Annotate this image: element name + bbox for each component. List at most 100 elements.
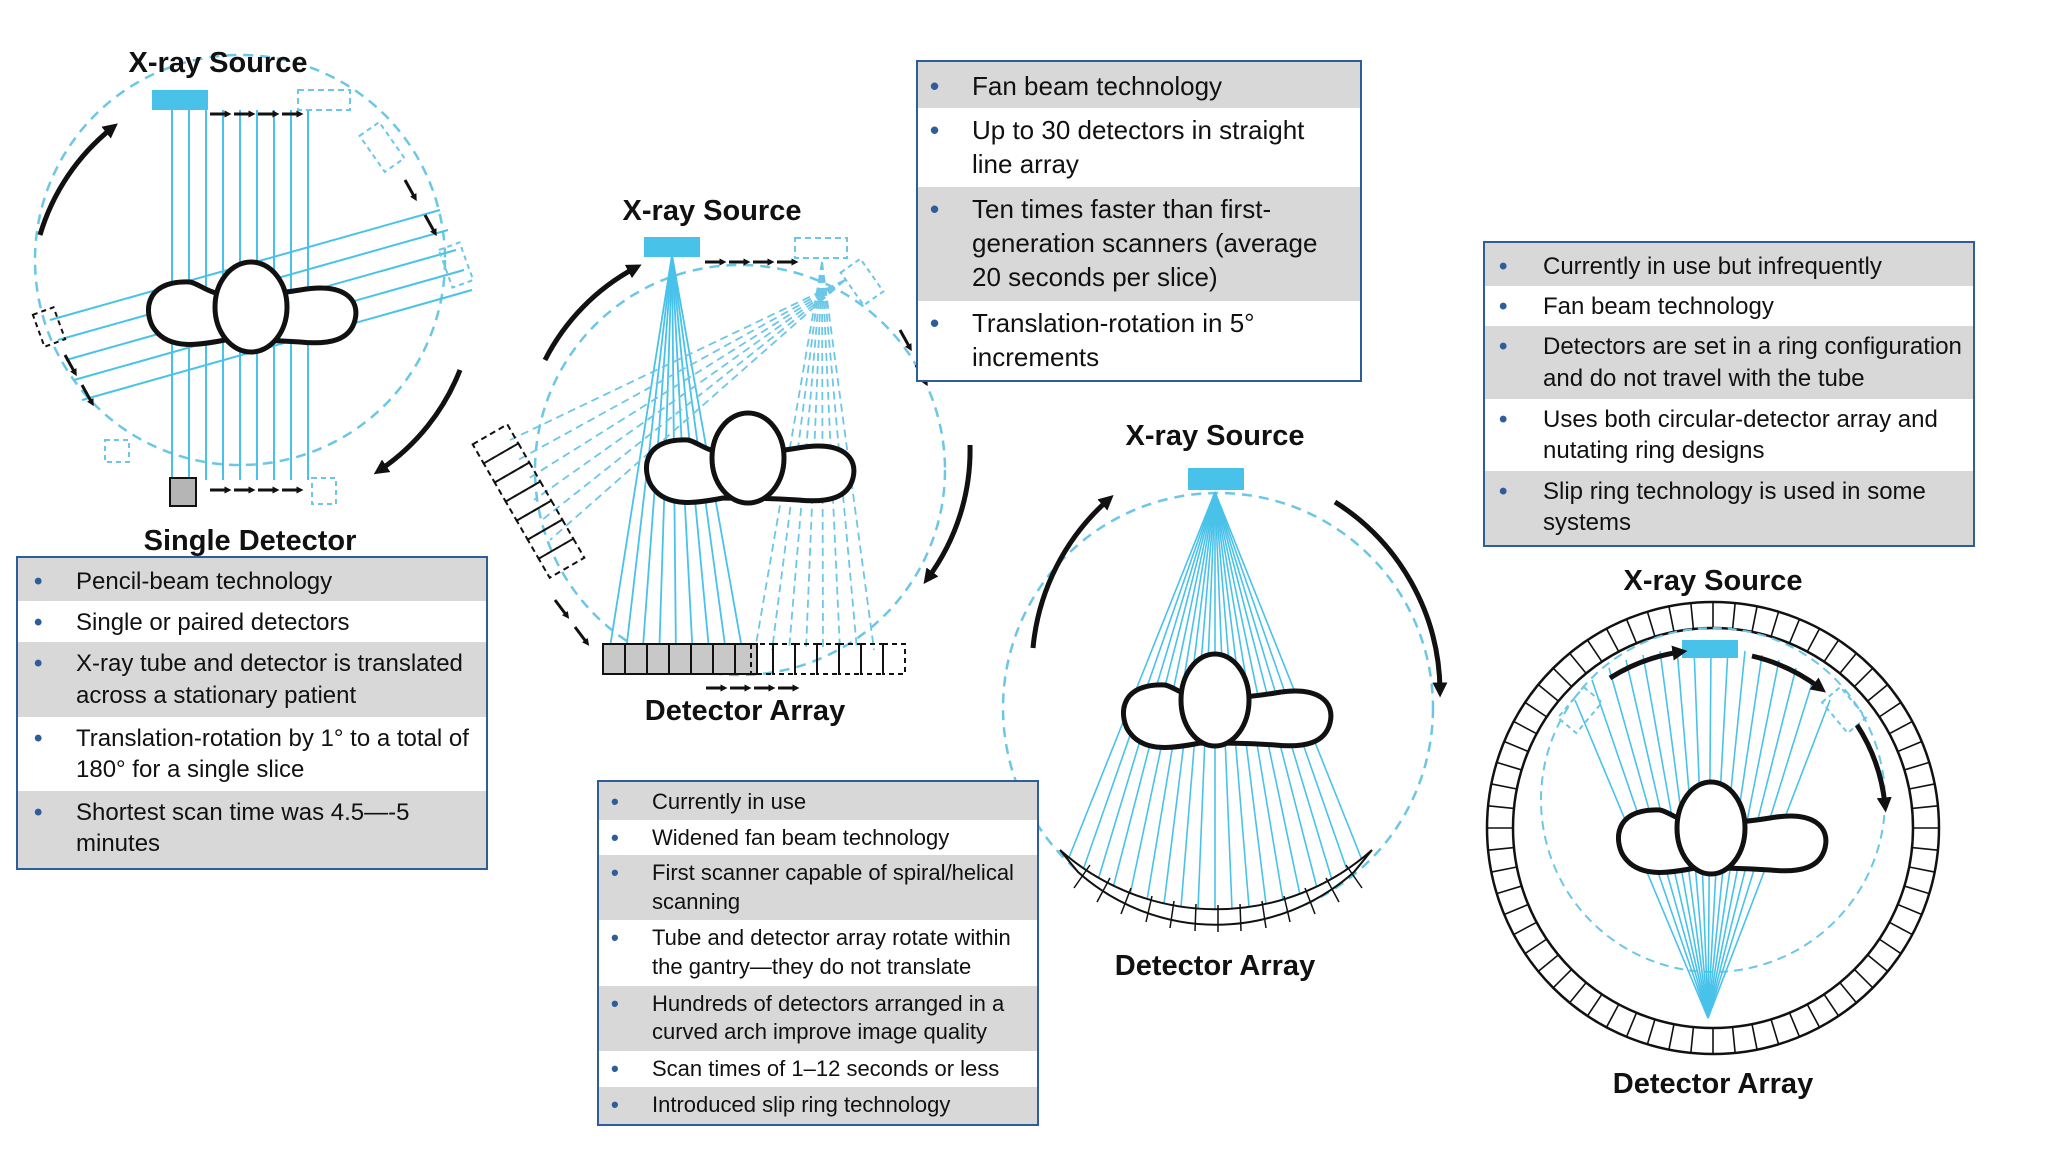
detector-segment [1889,720,1913,735]
list-item: •Pencil-beam technology [18,558,486,602]
detector-segment [1586,639,1603,663]
detector-segment [1867,954,1889,972]
list-item: •Translation-rotation by 1° to a total o… [18,716,486,792]
detector-segment [1646,611,1656,637]
gen4-source-label: X-ray Source [1624,565,1803,597]
gen4-info-box: •Currently in use but infrequently •Fan … [1483,241,1975,547]
detector-segment [1839,652,1857,674]
gen2-source-tube [644,237,700,257]
gen2-detector-array [602,643,758,675]
list-item: •Hundreds of detectors arranged in a cur… [599,985,1037,1051]
list-item: •Fan beam technology [1485,286,1973,327]
detector-segment [1625,1012,1638,1038]
detector-segment [1668,1024,1675,1050]
detector-segment [1605,1004,1620,1028]
detector-segment [1878,701,1902,718]
gen3-detector-label: Detector Array [1115,950,1315,982]
list-item: •Currently in use [599,782,1037,820]
detector-segment [1537,954,1559,972]
detector-segment [1646,1019,1656,1045]
gen3-detector-array [1059,849,1373,926]
detector-segment [1731,1026,1736,1053]
gen1-source-tube [152,90,208,110]
detector-segment [1897,740,1923,753]
detector-segment [1586,993,1603,1017]
detector-segment [1552,667,1573,688]
detector-segment [1488,846,1515,851]
list-item: •Uses both circular-detector array and n… [1485,398,1973,472]
detector-segment [1496,885,1522,895]
gen1-detector-label: Single Detector [144,525,357,557]
gen4-detector-ring [1487,602,1939,1054]
detector-segment [1524,938,1548,955]
detector-segment [1823,639,1840,663]
list-item: •Up to 30 detectors in straight line arr… [918,107,1360,188]
detector-segment [1605,628,1620,652]
detector-segment [1909,783,1935,790]
detector-segment [1496,761,1522,771]
detector-segment [1897,903,1923,916]
detector-segment [1911,805,1938,810]
detector-segment [1751,1024,1758,1050]
detector-segment [1904,885,1930,895]
list-item: •Scan times of 1–12 seconds or less [599,1050,1037,1088]
gen3-scanner: X-ray Source Detector Array [1001,420,1448,982]
detector-segment [1491,783,1517,790]
list-item: •Fan beam technology [918,62,1360,108]
gen2-source-label: X-ray Source [623,195,802,227]
gen3-source-label: X-ray Source [1126,420,1305,452]
detector-segment [1770,611,1780,637]
gen1-scanner: X-ray Source Single Detector [31,47,475,557]
detector-segment [1488,805,1515,810]
list-item: •Introduced slip ring technology [599,1087,1037,1124]
detector-segment [1524,701,1548,718]
detector-segment [1513,720,1537,735]
detector-segment [1839,982,1857,1004]
detector-segment [1806,628,1821,652]
gen3-source-tube [1188,468,1244,490]
detector-segment [1690,603,1695,630]
list-item: •Detectors are set in a ring configurati… [1485,326,1973,399]
gen2-scanner: X-ray Source Detector Array [471,195,973,727]
detector-segment [1806,1004,1821,1028]
gen4-detector-label: Detector Array [1613,1068,1813,1100]
detector-segment [1569,652,1587,674]
list-item: •Shortest scan time was 4.5—-5 minutes [18,791,486,868]
list-item: •Widened fan beam technology [599,819,1037,856]
detector-segment [1904,761,1930,771]
detector-segment [1788,1012,1801,1038]
detector-segment [1853,667,1874,688]
list-item: •X-ray tube and detector is translated a… [18,642,486,717]
detector-segment [1878,938,1902,955]
list-item: •Tube and detector array rotate within t… [599,920,1037,986]
gen4-scanner: X-ray Source Detector Array [1485,565,1941,1100]
detector-segment [1513,921,1537,936]
detector-segment [1491,866,1517,873]
list-item: •First scanner capable of spiral/helical… [599,855,1037,921]
detector-segment [1751,606,1758,632]
gen1-source-label: X-ray Source [129,47,308,79]
detector-segment [1867,684,1889,702]
list-item: •Translation-rotation in 5° increments [918,300,1360,381]
detector-segment [1909,866,1935,873]
detector-segment [1690,1026,1695,1053]
detector-segment [1788,618,1801,644]
detector-segment [1889,921,1913,936]
detector-segment [1770,1019,1780,1045]
detector-segment [1731,603,1736,630]
detector-segment [1569,982,1587,1004]
detector-segment [1911,846,1938,851]
gen3-info-box: •Currently in use •Widened fan beam tech… [597,780,1039,1126]
gen2-info-box: •Fan beam technology •Up to 30 detectors… [916,60,1362,383]
detector-segment [1668,606,1675,632]
detector-segment [1503,740,1529,753]
detector-segment [1552,968,1573,989]
list-item: •Ten times faster than first-generation … [918,187,1360,301]
detector-segment [1503,903,1529,916]
list-item: •Single or paired detectors [18,601,486,643]
detector-segment [1823,993,1840,1017]
detector-segment [1853,968,1874,989]
list-item: •Slip ring technology is used in some sy… [1485,471,1973,545]
detector-segment [1625,618,1638,644]
